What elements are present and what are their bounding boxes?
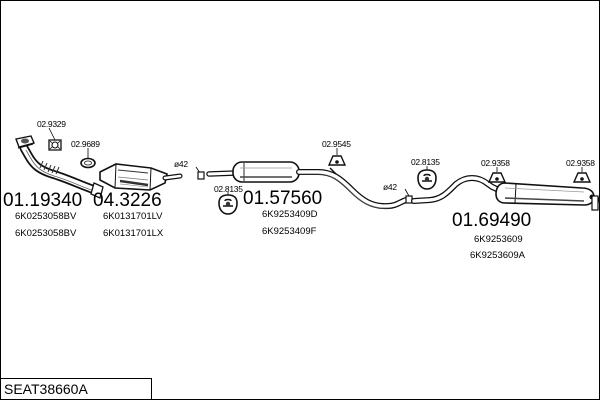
part-number-middle-silencer: 01.57560 <box>243 188 322 209</box>
front-pipe <box>15 135 104 199</box>
gasket-flange-label: 02.9329 <box>37 119 66 129</box>
clamp-2-label: ø42 <box>383 182 397 192</box>
hanger-3-label: 02.8135 <box>411 157 440 167</box>
clamp-icon <box>404 188 413 204</box>
gasket-flange-icon <box>48 127 62 151</box>
hanger-2-label: 02.9545 <box>322 139 351 149</box>
gasket-ring-icon <box>80 148 96 169</box>
part-ref-rear-silencer-1: 6K9253609 <box>474 234 523 245</box>
part-ref-catalyst-2: 6K0131701LX <box>103 228 164 239</box>
hanger-4-label: 02.9358 <box>481 158 510 168</box>
part-ref-rear-silencer-2: 6K9253609A <box>470 250 526 261</box>
gasket-ring-label: 02.9689 <box>71 139 100 149</box>
hanger-1-label: 02.8135 <box>214 184 243 194</box>
part-number-catalyst: 04.3226 <box>93 190 162 211</box>
part-ref-middle-silencer-1: 6K9253409D <box>262 209 318 220</box>
part-ref-front-pipe-1: 6K0253058BV <box>15 211 77 222</box>
hanger-bracket-icon <box>572 167 592 183</box>
rubber-hanger-icon <box>218 192 238 215</box>
catalytic-converter <box>99 163 183 191</box>
part-ref-middle-silencer-2: 6K9253409F <box>262 226 317 237</box>
part-number-rear-silencer: 01.69490 <box>452 210 531 231</box>
rear-silencer <box>411 175 600 211</box>
clamp-1-label: ø42 <box>174 159 188 169</box>
middle-silencer <box>206 161 409 210</box>
part-number-front-pipe: 01.19340 <box>3 190 82 211</box>
part-ref-front-pipe-2: 6K0253058BV <box>15 228 77 239</box>
kit-code: SEAT38660A <box>4 381 88 397</box>
hanger-bracket-icon <box>487 167 507 183</box>
part-ref-catalyst-1: 6K0131701LV <box>103 211 163 222</box>
clamp-icon <box>195 166 205 180</box>
hanger-bracket-icon <box>327 148 347 166</box>
hanger-5-label: 02.9358 <box>566 158 595 168</box>
rubber-hanger-icon <box>417 166 437 190</box>
